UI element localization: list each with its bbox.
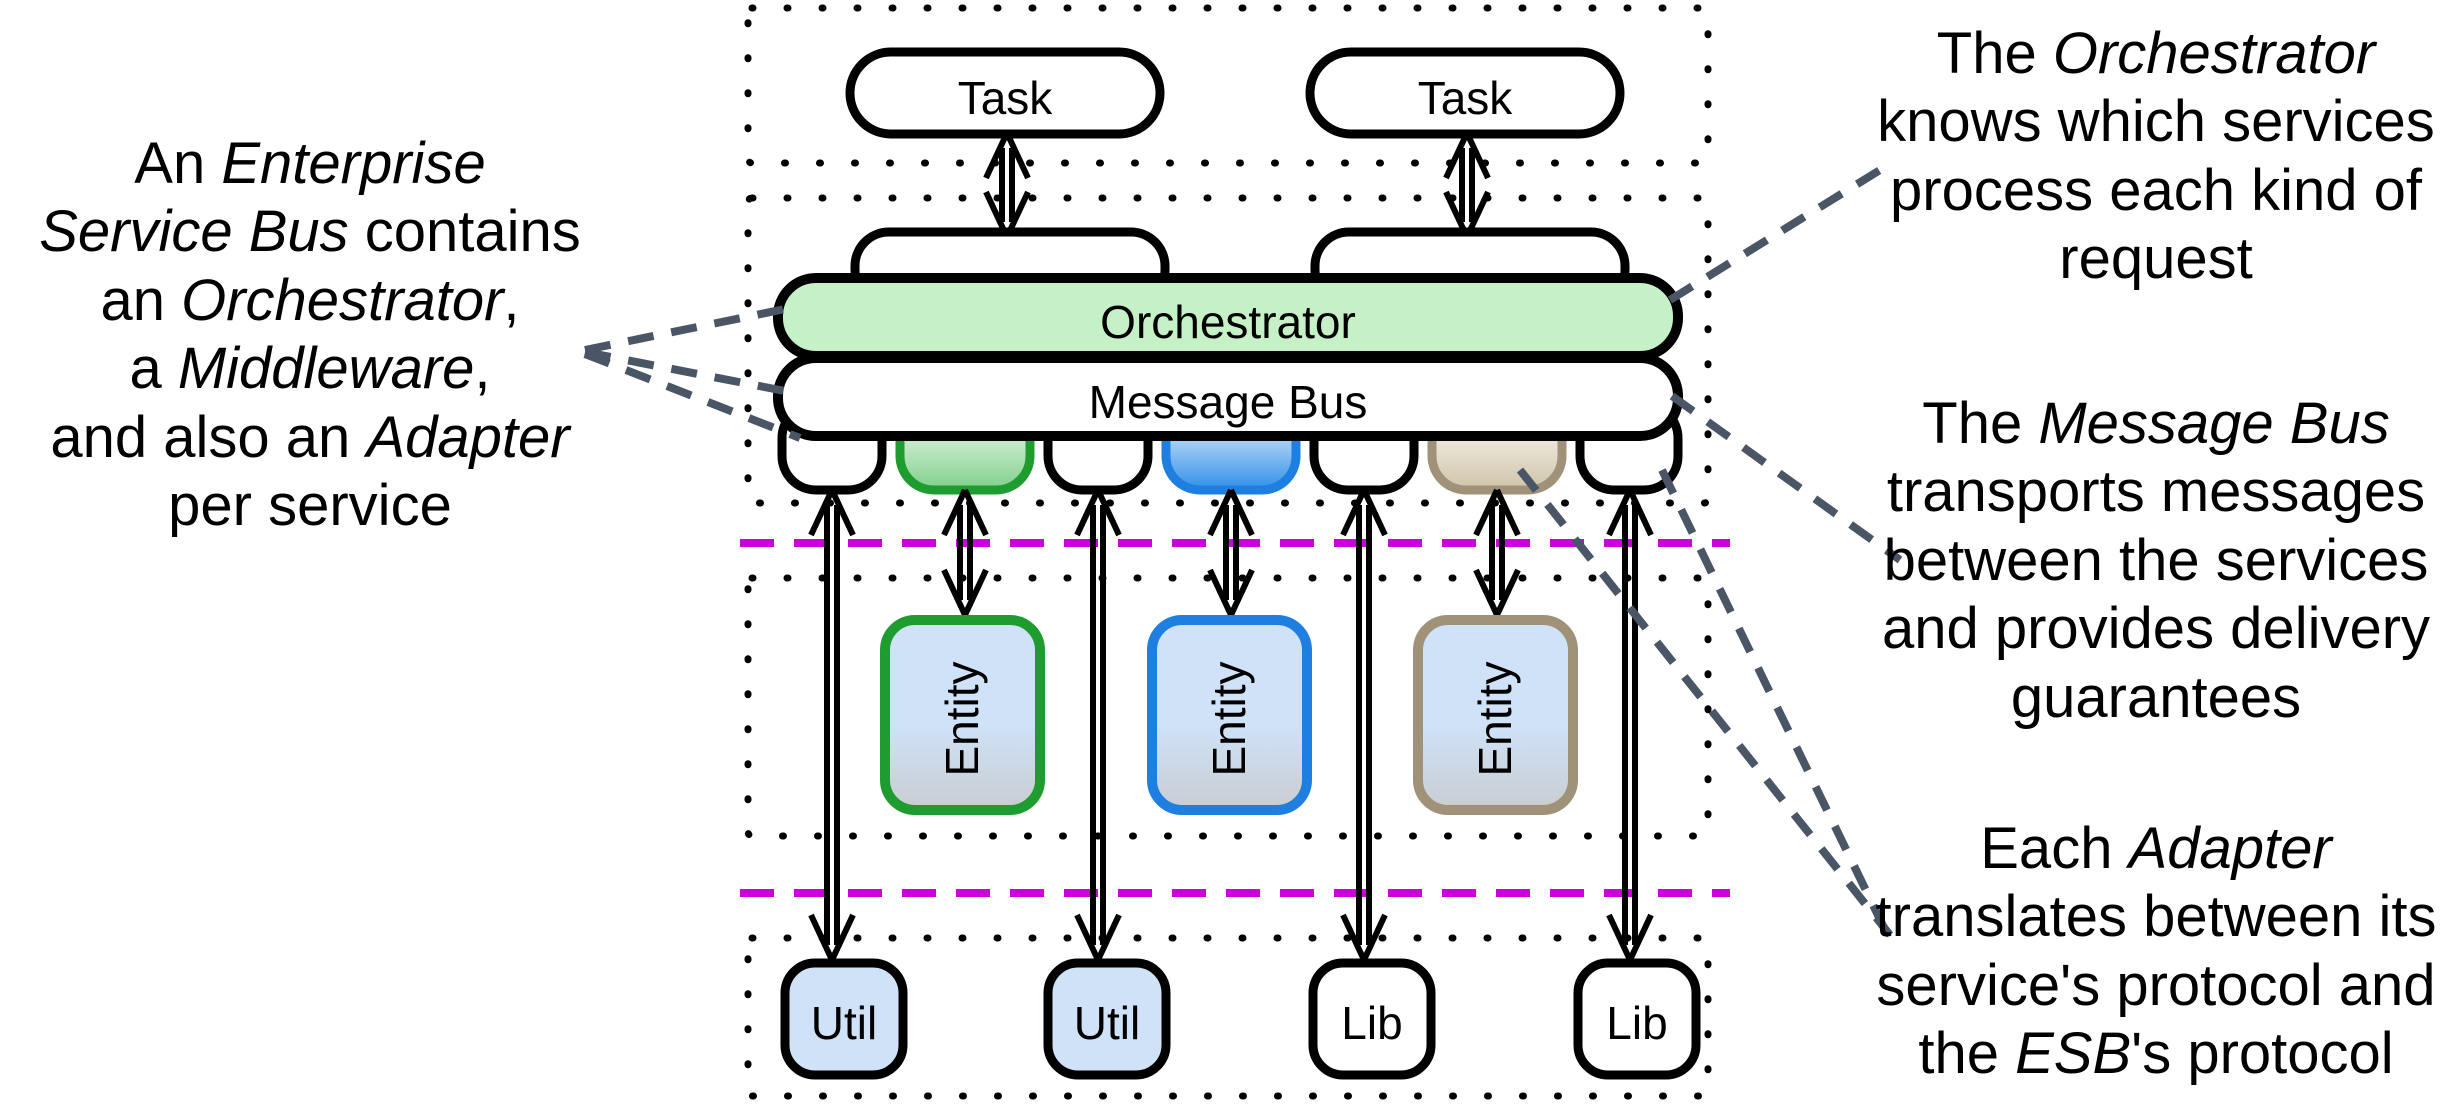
entity-box-3[interactable] bbox=[1413, 615, 1578, 815]
arrow-adapter6-entity3 bbox=[1473, 488, 1521, 617]
arrow-task-middleware-2 bbox=[1443, 131, 1491, 239]
leader-lines-adapter bbox=[1516, 467, 1894, 942]
leader-line-message-bus bbox=[1669, 392, 1903, 564]
leader-lines-left bbox=[583, 304, 802, 442]
arrow-task-middleware-1 bbox=[983, 131, 1031, 239]
service-box-util-1[interactable] bbox=[780, 958, 908, 1080]
leader-line-orchestrator bbox=[1667, 166, 1883, 304]
task-box-1[interactable] bbox=[845, 47, 1165, 139]
service-box-lib-1[interactable] bbox=[1308, 958, 1436, 1080]
service-box-lib-2[interactable] bbox=[1573, 958, 1701, 1080]
container-entity-layer bbox=[744, 574, 1712, 840]
service-box-util-2[interactable] bbox=[1043, 958, 1171, 1080]
message-bus-box[interactable] bbox=[773, 353, 1683, 441]
arrow-adapter4-entity2 bbox=[1207, 488, 1255, 617]
orchestrator-box[interactable] bbox=[773, 273, 1683, 361]
arrow-adapter3-util2 bbox=[1074, 488, 1122, 962]
arrow-adapter1-util1 bbox=[808, 488, 856, 962]
entity-box-2[interactable] bbox=[1147, 615, 1312, 815]
arrow-adapter7-lib2 bbox=[1606, 488, 1654, 962]
task-box-2[interactable] bbox=[1305, 47, 1625, 139]
arrow-adapter5-lib1 bbox=[1340, 488, 1388, 962]
entity-box-1[interactable] bbox=[880, 615, 1045, 815]
arrow-adapter2-entity1 bbox=[941, 488, 989, 617]
